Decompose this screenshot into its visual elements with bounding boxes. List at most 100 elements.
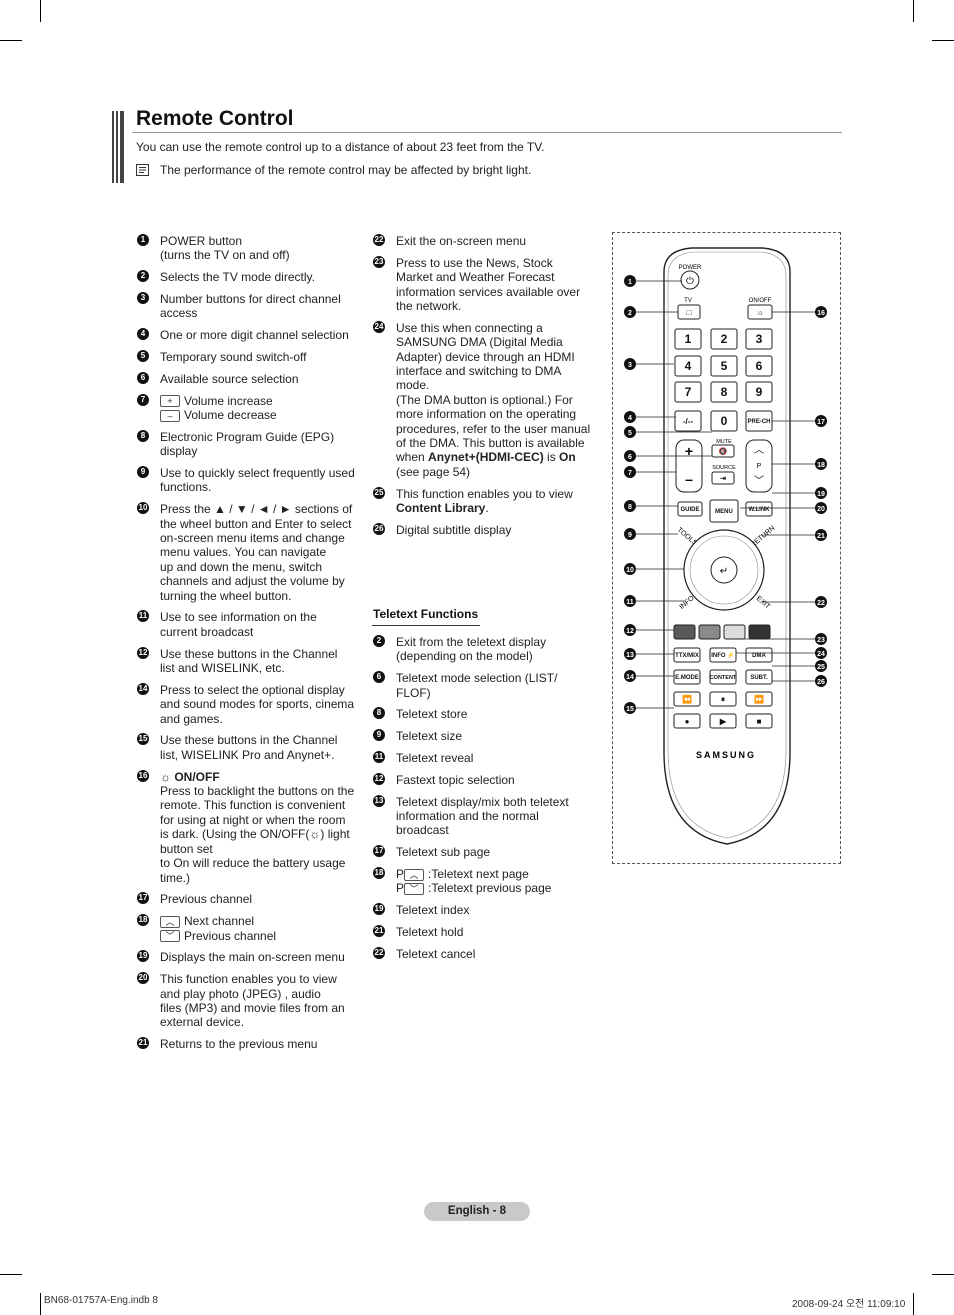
callout-badge xyxy=(624,466,636,478)
ttx-mix-button xyxy=(673,647,701,663)
callout-number: 13 xyxy=(626,652,634,659)
item-number-badge: 19 xyxy=(373,903,385,916)
callout-number: 18 xyxy=(817,462,825,469)
item-line: POWER button (turns the TV on and off) xyxy=(160,234,290,263)
digit-button-2-label: 2 xyxy=(721,332,728,346)
item-text: Press to use the News, Stock Market and … xyxy=(396,256,595,314)
item-number-badge: 22 xyxy=(373,234,385,246)
item-number-badge: 13 xyxy=(373,794,385,807)
callout-number: 3 xyxy=(628,362,632,369)
mute-label: MUTE xyxy=(716,439,732,445)
item-line: Teletext display/mix both teletext infor… xyxy=(396,794,569,838)
callout-badge xyxy=(624,411,636,423)
remote-figure-frame xyxy=(612,232,841,864)
crop-mark xyxy=(40,1293,41,1315)
volume-up-icon: + xyxy=(685,443,693,459)
item-line: Use this when connecting a SAMSUNG DMA (… xyxy=(396,320,591,465)
callout-badge xyxy=(624,358,636,370)
item-text: +Volume increase–Volume decrease xyxy=(160,394,362,423)
item-line: Electronic Program Guide (EPG) display xyxy=(160,429,335,459)
item-text: Digital subtitle display xyxy=(396,523,595,537)
channel-rocker xyxy=(745,439,773,493)
prech-button-label: PRE-CH xyxy=(747,419,770,425)
rewind-button-label: ⏪ xyxy=(682,694,692,704)
digit-button-7-label: 7 xyxy=(685,385,692,399)
item-text: Returns to the previous menu xyxy=(160,1037,362,1051)
item-number-badge: 24 xyxy=(373,320,385,333)
item-line: Volume decrease xyxy=(184,408,277,422)
callout-badge xyxy=(624,670,636,682)
power-icon: ⏻ xyxy=(686,276,694,287)
list-item: 19 Teletext index xyxy=(373,903,595,917)
channel-up-icon: ︿ xyxy=(404,868,425,881)
callout-badge xyxy=(624,563,636,575)
item-bold: Anynet+(HDMI-CEC) xyxy=(428,450,544,465)
rewind-button xyxy=(673,691,701,707)
note-icon xyxy=(136,164,149,176)
tv-label: TV xyxy=(684,298,692,304)
item-line: Teletext index xyxy=(396,903,470,918)
content-button-label: CONTENT xyxy=(710,675,737,681)
item-line: Fastext topic selection xyxy=(396,772,515,787)
teletext-rule xyxy=(372,625,480,626)
color-key-button xyxy=(673,624,696,640)
callout-badge xyxy=(624,648,636,660)
channel-down-icon: ﹀ xyxy=(404,883,425,896)
item-line: Teletext store xyxy=(396,707,468,722)
item-number-badge: 11 xyxy=(373,751,385,763)
callout-number: 19 xyxy=(817,491,825,498)
item-text: Teletext index xyxy=(396,903,595,917)
list-item: 7+Volume increase–Volume decrease xyxy=(137,393,362,423)
list-item: 13 Teletext display/mix both teletext inf… xyxy=(373,794,595,838)
page-title: Remote Control xyxy=(136,107,294,130)
item-text: Teletext display/mix both teletext infor… xyxy=(396,795,595,838)
item-line: Digital subtitle display xyxy=(396,522,512,537)
item-number-badge: 25 xyxy=(373,486,385,499)
item-p: P xyxy=(396,881,405,896)
wheel-inner-ring xyxy=(689,535,759,605)
callout-number: 9 xyxy=(628,532,632,539)
list-item: 24 Use this when connecting a SAMSUNG DMA… xyxy=(373,320,595,479)
info-ttx-button xyxy=(709,647,737,663)
item-text: Previous channel xyxy=(160,892,362,906)
channel-p-label: P xyxy=(757,463,762,470)
digit-button-2 xyxy=(710,328,738,350)
fast-forward-button-label: ⏩ xyxy=(754,694,764,704)
item-bold: Content Library xyxy=(396,501,486,516)
section-bar xyxy=(120,111,124,183)
item-number-badge: 9 xyxy=(137,466,149,478)
callout-badge xyxy=(624,624,636,636)
item-line: Number buttons for direct channel access xyxy=(160,292,341,321)
stop-button-label: ■ xyxy=(757,717,762,726)
item-text: Teletext sub page xyxy=(396,845,595,859)
power-label: POWER xyxy=(679,265,702,271)
stop-button xyxy=(745,713,773,729)
item-line: is xyxy=(543,450,560,465)
callout-badge xyxy=(815,458,827,470)
item-number-badge: 2 xyxy=(137,270,149,283)
dash-button xyxy=(674,410,702,432)
crop-mark xyxy=(0,40,22,41)
item-text: This function enables you to view Conten… xyxy=(396,487,595,516)
section-bar xyxy=(116,111,118,183)
guide-button-label: GUIDE xyxy=(680,507,699,513)
item-number-badge: 9 xyxy=(373,729,385,742)
item-line: Press the ▲ / ▼ / ◄ / ► sections of the … xyxy=(160,502,353,603)
page-number-badge: English - 8 xyxy=(424,1202,530,1221)
digit-button-6-label: 6 xyxy=(756,359,763,373)
onoff-label: ON/OFF xyxy=(749,298,772,304)
callout-badge xyxy=(815,306,827,318)
print-slug-right: 2008-09-24 오전 11:09:10 xyxy=(792,1299,906,1310)
